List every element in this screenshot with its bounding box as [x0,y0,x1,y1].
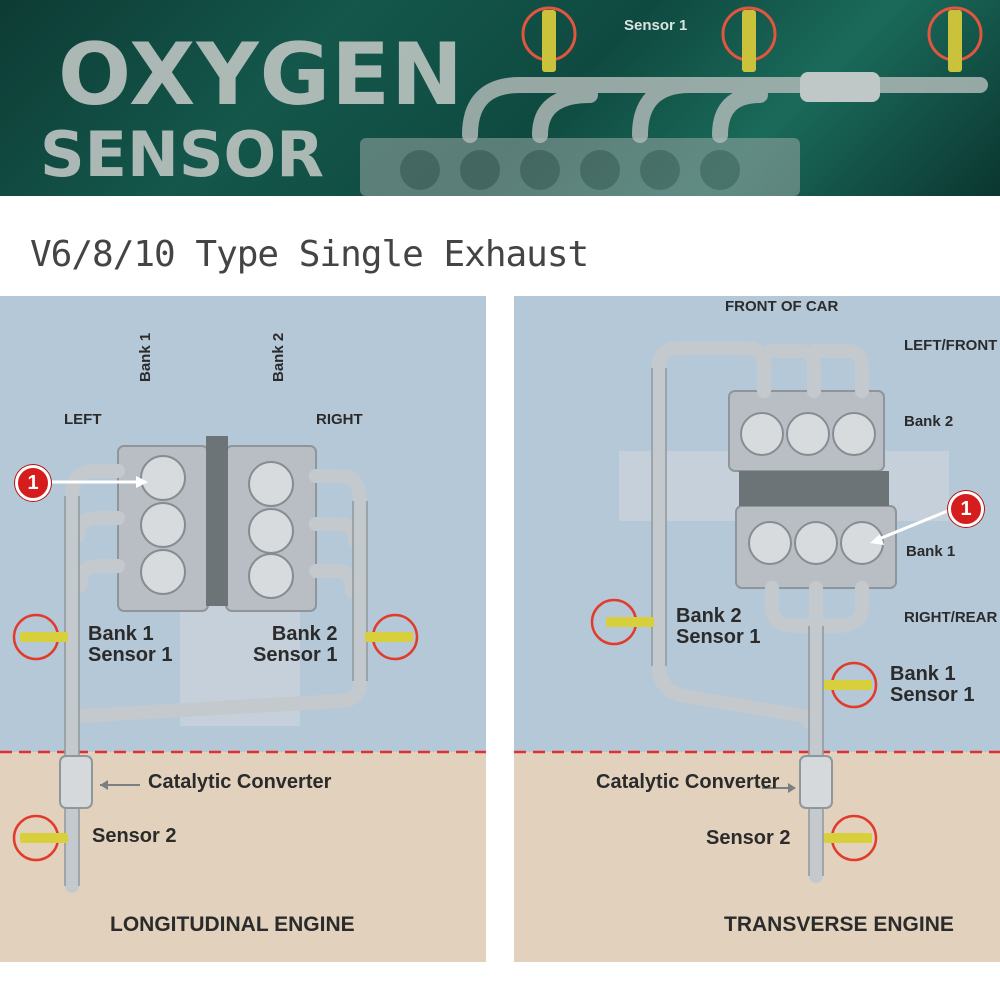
banner-sensor-icon [927,6,983,72]
longitudinal-engine-diagram: Bank 1 Bank 2 LEFT RIGHT 1 Bank 1 Sensor… [0,296,486,962]
banner-manifold-graphic [462,77,988,143]
engine-block [728,390,897,589]
label-line: Bank 2 [676,605,742,627]
bank1-sensor1-icon [12,613,68,661]
label-line: Sensor 1 [890,684,975,706]
label-line: Sensor 1 [253,644,338,666]
bank1-sensor1-label: Bank 1 Sensor 1 [88,624,172,666]
right-label: RIGHT [316,411,363,428]
bank2-sensor1-label: Bank 2 Sensor 1 [253,624,337,666]
label-line: Bank 2 [271,623,338,645]
header-banner: OXYGEN SENSOR Sensor 1 [0,0,1000,196]
longitudinal-diagram-graphic [0,296,486,962]
front-of-car-label: FRONT OF CAR [725,298,839,315]
marker-badge: 1 [15,465,51,501]
engine-block [117,436,317,612]
bank2-label: Bank 2 [270,332,287,382]
banner-catalytic-graphic [800,72,880,102]
exhaust-pipes [652,341,869,883]
bank1-label: Bank 1 [137,332,154,382]
bank1-sensor1-label: Bank 1 Sensor 1 [890,664,974,706]
banner-sensor-label: Sensor 1 [624,17,688,34]
bank1-sensor1-icon [824,661,878,709]
transverse-diagram-graphic [514,296,1000,962]
ground-area [514,752,1000,962]
label-line: Sensor 1 [88,644,173,666]
banner-illustration [360,6,988,196]
left-label: LEFT [64,411,102,428]
sensor2-label: Sensor 2 [92,825,177,847]
exhaust-pipes-outline [651,368,824,876]
sensor2-icon [824,814,878,862]
bank2-label: Bank 2 [904,413,954,430]
exhaust-pipes-outline [64,496,368,886]
banner-sensor-icon [721,6,777,72]
label-line: Bank 1 [88,623,154,645]
banner-title-oxygen: OXYGEN [58,25,464,125]
bank2-sensor1-icon [590,598,654,646]
transverse-engine-diagram: FRONT OF CAR LEFT/FRONT Bank 2 Bank 1 1 … [514,296,1000,962]
banner-sensor-icon [521,6,577,72]
bank2-sensor1-label: Bank 2 Sensor 1 [676,606,760,648]
label-line: Bank 1 [890,663,956,685]
left-front-label: LEFT/FRONT [904,337,998,354]
engine-type-label: LONGITUDINAL ENGINE [110,913,355,936]
marker-badge: 1 [948,491,984,527]
catalytic-converter-label: Catalytic Converter [596,771,780,793]
sensor2-label: Sensor 2 [706,827,791,849]
page-subtitle: V6/8/10 Type Single Exhaust [30,234,589,275]
exhaust-pipes [65,464,367,893]
engine-block-graphic [360,138,800,196]
right-rear-label: RIGHT/REAR [904,609,998,626]
catalytic-converter-graphic [59,755,93,809]
bank1-label: Bank 1 [906,543,956,560]
catalytic-converter-graphic [799,755,833,809]
bank2-sensor1-icon [365,613,419,661]
engine-type-label: TRANSVERSE ENGINE [724,913,954,936]
catalytic-converter-label: Catalytic Converter [148,771,332,793]
banner-title-sensor: SENSOR [40,118,324,191]
label-line: Sensor 1 [676,626,761,648]
sensor2-icon [12,814,68,862]
marker-arrow [873,508,951,543]
